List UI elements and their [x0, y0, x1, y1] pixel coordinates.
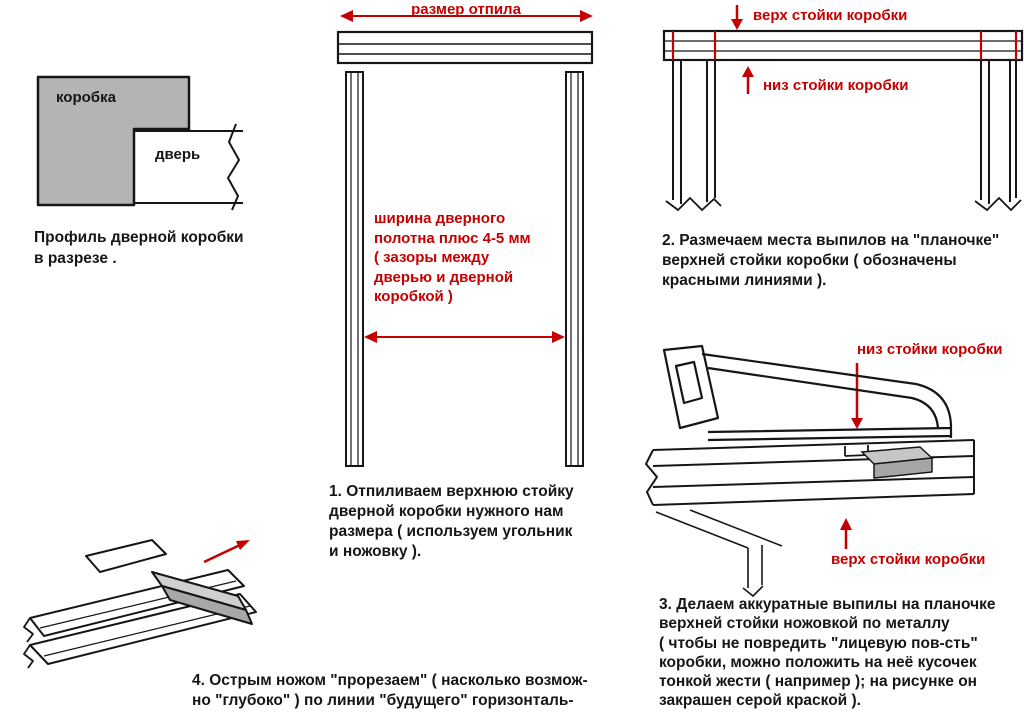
cut-size-label: размер отпила — [411, 1, 521, 18]
knife-drawing — [23, 539, 257, 669]
saw-blade — [707, 426, 953, 442]
knife-blade — [151, 571, 253, 625]
bottom-pointer-arrowhead — [742, 66, 754, 77]
door-label: дверь — [155, 146, 201, 163]
width-arrowhead-left — [364, 331, 377, 343]
profile-caption: Профиль дверной коробки в разрезе . — [34, 229, 244, 267]
saw-bottom-arrowhead — [840, 518, 852, 530]
cut-size-drawing — [336, 10, 594, 467]
dimension-arrowhead-right — [580, 10, 593, 22]
step3-caption: 3. Делаем аккуратные выпилы на планочке … — [659, 596, 996, 710]
post-bottom-label: низ стойки коробки — [763, 77, 909, 94]
red-cut-marks — [671, 31, 1018, 60]
knife-direction-arrow — [203, 543, 241, 564]
hacksaw-tool — [662, 344, 953, 442]
saw-handle-hole — [674, 360, 704, 405]
saw-top-edge-label: верх стойки коробки — [831, 551, 986, 568]
saw-bottom-edge-label: низ стойки коробки — [857, 341, 1003, 358]
door-width-note: ширина дверного полотна плюс 4-5 мм ( за… — [374, 210, 531, 305]
board-top-step — [85, 539, 167, 573]
board-bottom — [29, 593, 257, 665]
frame-box-shape — [36, 75, 191, 207]
hacksaw-drawing — [644, 344, 975, 598]
left-post-below-rail — [665, 60, 722, 212]
frame-box-label: коробка — [56, 89, 116, 106]
marking-drawing — [662, 5, 1024, 212]
right-post-below-rail — [974, 60, 1022, 212]
saw-frame-bar — [701, 352, 953, 427]
right-post — [565, 71, 584, 467]
post-top-label: верх стойки коробки — [753, 7, 908, 24]
header-rail — [662, 29, 1024, 62]
step1-caption: 1. Отпиливаем верхнюю стойку дверной кор… — [329, 483, 574, 560]
width-arrowhead-right — [552, 331, 565, 343]
saw-frame-bar-inner — [707, 366, 940, 429]
left-post — [345, 71, 364, 467]
step4-caption: 4. Острым ножом "прорезаем" ( насколько … — [192, 672, 588, 709]
top-pointer-arrowhead — [731, 19, 743, 30]
saw-top-arrowhead — [851, 418, 863, 429]
door-break-zigzag — [227, 123, 240, 211]
board-break-zigzag — [23, 617, 34, 669]
step2-caption: 2. Размечаем места выпилов на "планочке"… — [662, 232, 1000, 289]
tin-piece — [860, 446, 934, 479]
frame-profile-drawing — [36, 75, 243, 211]
knife-direction-arrowhead — [236, 540, 250, 550]
door-panel-lines — [133, 130, 243, 204]
dimension-arrowhead-left — [340, 10, 353, 22]
top-rail — [336, 30, 594, 65]
